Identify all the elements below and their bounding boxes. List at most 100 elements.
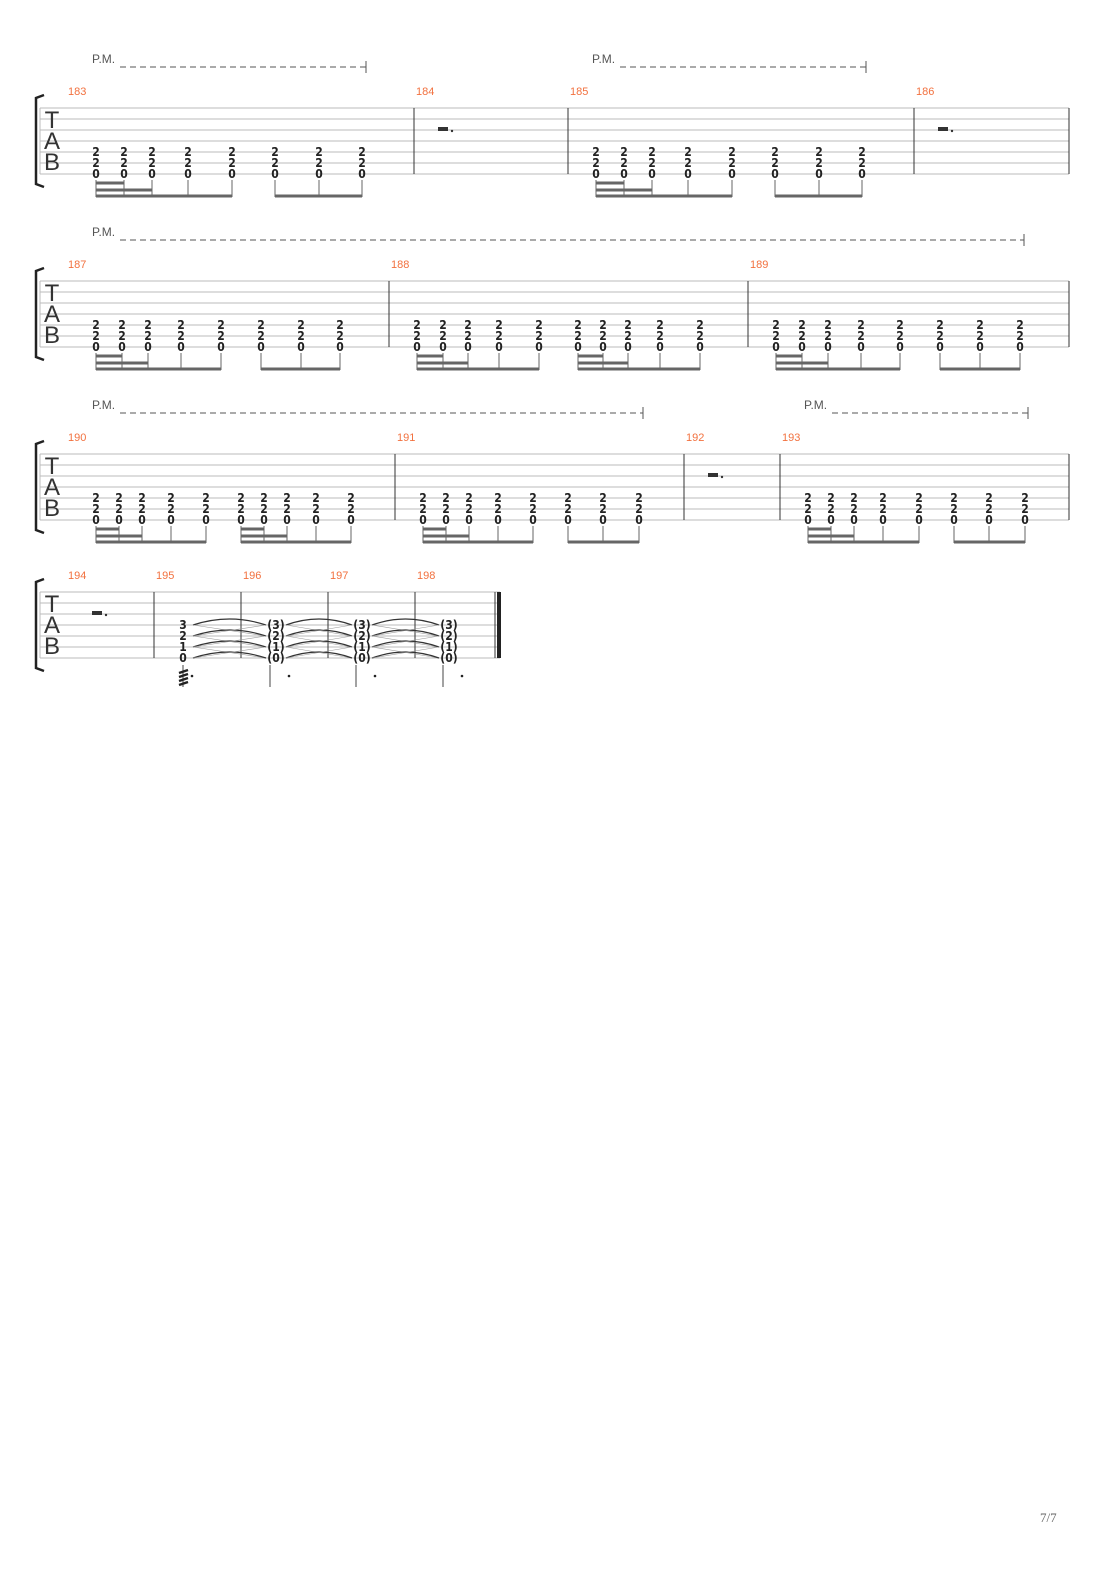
fret-number: 2 <box>592 145 600 159</box>
fret-number: 2 <box>118 329 126 343</box>
fret-number: 2 <box>184 156 192 170</box>
tie-arc <box>371 640 440 648</box>
duration-dot <box>190 674 194 678</box>
measure-number: 198 <box>417 570 435 582</box>
fret-number: 2 <box>347 491 355 505</box>
measure-number: 191 <box>397 432 415 444</box>
fret-number: 2 <box>217 329 225 343</box>
fret-number: 2 <box>120 145 128 159</box>
fret-number: 2 <box>464 329 472 343</box>
rest-dot <box>950 129 954 133</box>
fret-number: 2 <box>271 156 279 170</box>
fret-number: 2 <box>950 502 958 516</box>
tab-clef-letter: A <box>44 612 60 639</box>
fret-number: 2 <box>896 329 904 343</box>
system-bracket <box>34 577 45 673</box>
staff-system: TABP.M.P.M.18322022022022022022022022018… <box>34 52 1070 198</box>
measure-number: 186 <box>916 86 934 98</box>
system-bracket <box>34 439 45 535</box>
fret-number: 0 <box>798 340 806 354</box>
tie-cross <box>285 635 353 648</box>
fret-number: 2 <box>439 329 447 343</box>
rest-dot <box>104 613 108 617</box>
fret-number: 0 <box>464 340 472 354</box>
fret-number: 0 <box>315 167 323 181</box>
fret-number: 2 <box>798 329 806 343</box>
tie-arc <box>192 618 267 626</box>
fret-number: 2 <box>177 329 185 343</box>
fret-number: 2 <box>347 502 355 516</box>
fret-number: 2 <box>464 318 472 332</box>
fret-number: 2 <box>858 145 866 159</box>
fret-number: 2 <box>857 318 865 332</box>
fret-number: 2 <box>144 329 152 343</box>
final-barline <box>497 592 501 658</box>
fret-number: 0 <box>827 513 835 527</box>
fret-number: 0 <box>92 167 100 181</box>
fret-number: 2 <box>599 502 607 516</box>
fret-number: 2 <box>684 145 692 159</box>
fret-number: 2 <box>798 318 806 332</box>
measure-number: 183 <box>68 86 86 98</box>
fret-number: 2 <box>413 318 421 332</box>
fret-number: 2 <box>358 156 366 170</box>
fret-number: 2 <box>635 502 643 516</box>
fret-number: (3) <box>440 618 457 632</box>
fret-number: 2 <box>815 156 823 170</box>
fret-number: 2 <box>118 318 126 332</box>
dotted-half-rest-icon <box>938 127 948 131</box>
fret-number: 2 <box>115 502 123 516</box>
palm-mute-label: P.M. <box>92 52 115 66</box>
tie-arc <box>285 629 353 637</box>
measure-number: 185 <box>570 86 588 98</box>
fret-number: (2) <box>440 629 457 643</box>
tab-clef-letter: A <box>44 474 60 501</box>
fret-number: 2 <box>827 502 835 516</box>
tie-cross <box>371 646 440 659</box>
tab-clef-letter: T <box>45 453 60 480</box>
fret-number: (0) <box>267 651 284 665</box>
duration-dot <box>373 674 377 678</box>
fret-number: 2 <box>92 318 100 332</box>
fret-number: 0 <box>184 167 192 181</box>
fret-number: 2 <box>179 629 187 643</box>
fret-number: 2 <box>624 318 632 332</box>
fret-number: 0 <box>148 167 156 181</box>
fret-number: 1 <box>179 640 187 654</box>
fret-number: 0 <box>1016 340 1024 354</box>
fret-number: 0 <box>656 340 664 354</box>
rest-dot <box>450 129 454 133</box>
fret-number: 2 <box>564 502 572 516</box>
fret-number: 2 <box>315 156 323 170</box>
fret-number: (3) <box>267 618 284 632</box>
fret-number: 2 <box>92 145 100 159</box>
fret-number: 2 <box>138 491 146 505</box>
palm-mute-label: P.M. <box>92 225 115 239</box>
fret-number: 2 <box>879 491 887 505</box>
fret-number: 2 <box>358 145 366 159</box>
tie-arc <box>285 640 353 648</box>
tie-arc <box>371 651 440 659</box>
tab-clef-letter: T <box>45 591 60 618</box>
fret-number: 3 <box>179 618 187 632</box>
fret-number: 2 <box>1016 329 1024 343</box>
fret-number: 2 <box>564 491 572 505</box>
fret-number: 2 <box>529 502 537 516</box>
measure-number: 189 <box>750 259 768 271</box>
measure-number: 184 <box>416 86 434 98</box>
fret-number: 0 <box>771 167 779 181</box>
fret-number: 2 <box>217 318 225 332</box>
fret-number: 2 <box>620 156 628 170</box>
dotted-half-rest-icon <box>438 127 448 131</box>
tab-clef-letter: B <box>44 149 60 176</box>
fret-number: 2 <box>148 145 156 159</box>
fret-number: 2 <box>138 502 146 516</box>
fret-number: 2 <box>804 502 812 516</box>
fret-number: 2 <box>312 502 320 516</box>
fret-number: 2 <box>985 502 993 516</box>
fret-number: 0 <box>599 513 607 527</box>
fret-number: 0 <box>439 340 447 354</box>
measure-number: 190 <box>68 432 86 444</box>
fret-number: 0 <box>271 167 279 181</box>
